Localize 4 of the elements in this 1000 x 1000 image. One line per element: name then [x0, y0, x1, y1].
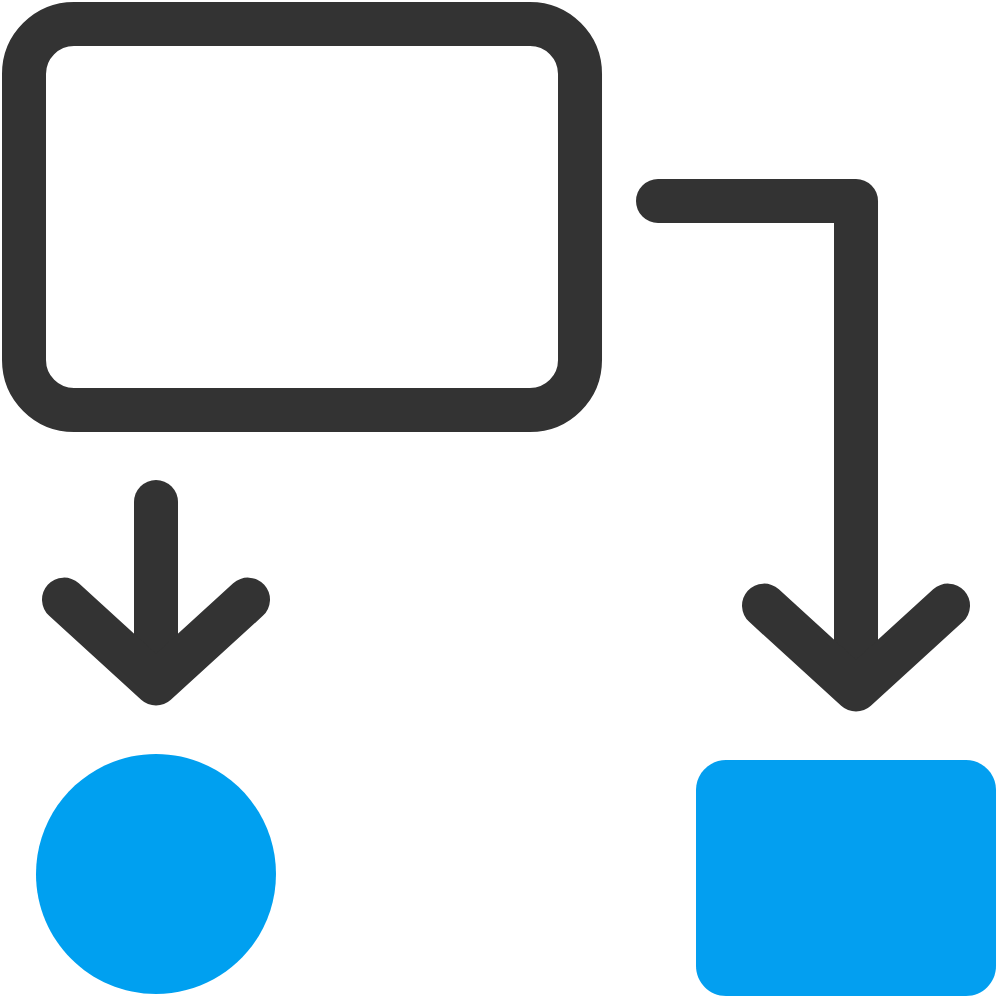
rounded-box	[696, 760, 996, 996]
arrow	[636, 179, 970, 712]
rounded-box	[2, 2, 602, 432]
circle-shape	[36, 754, 276, 994]
